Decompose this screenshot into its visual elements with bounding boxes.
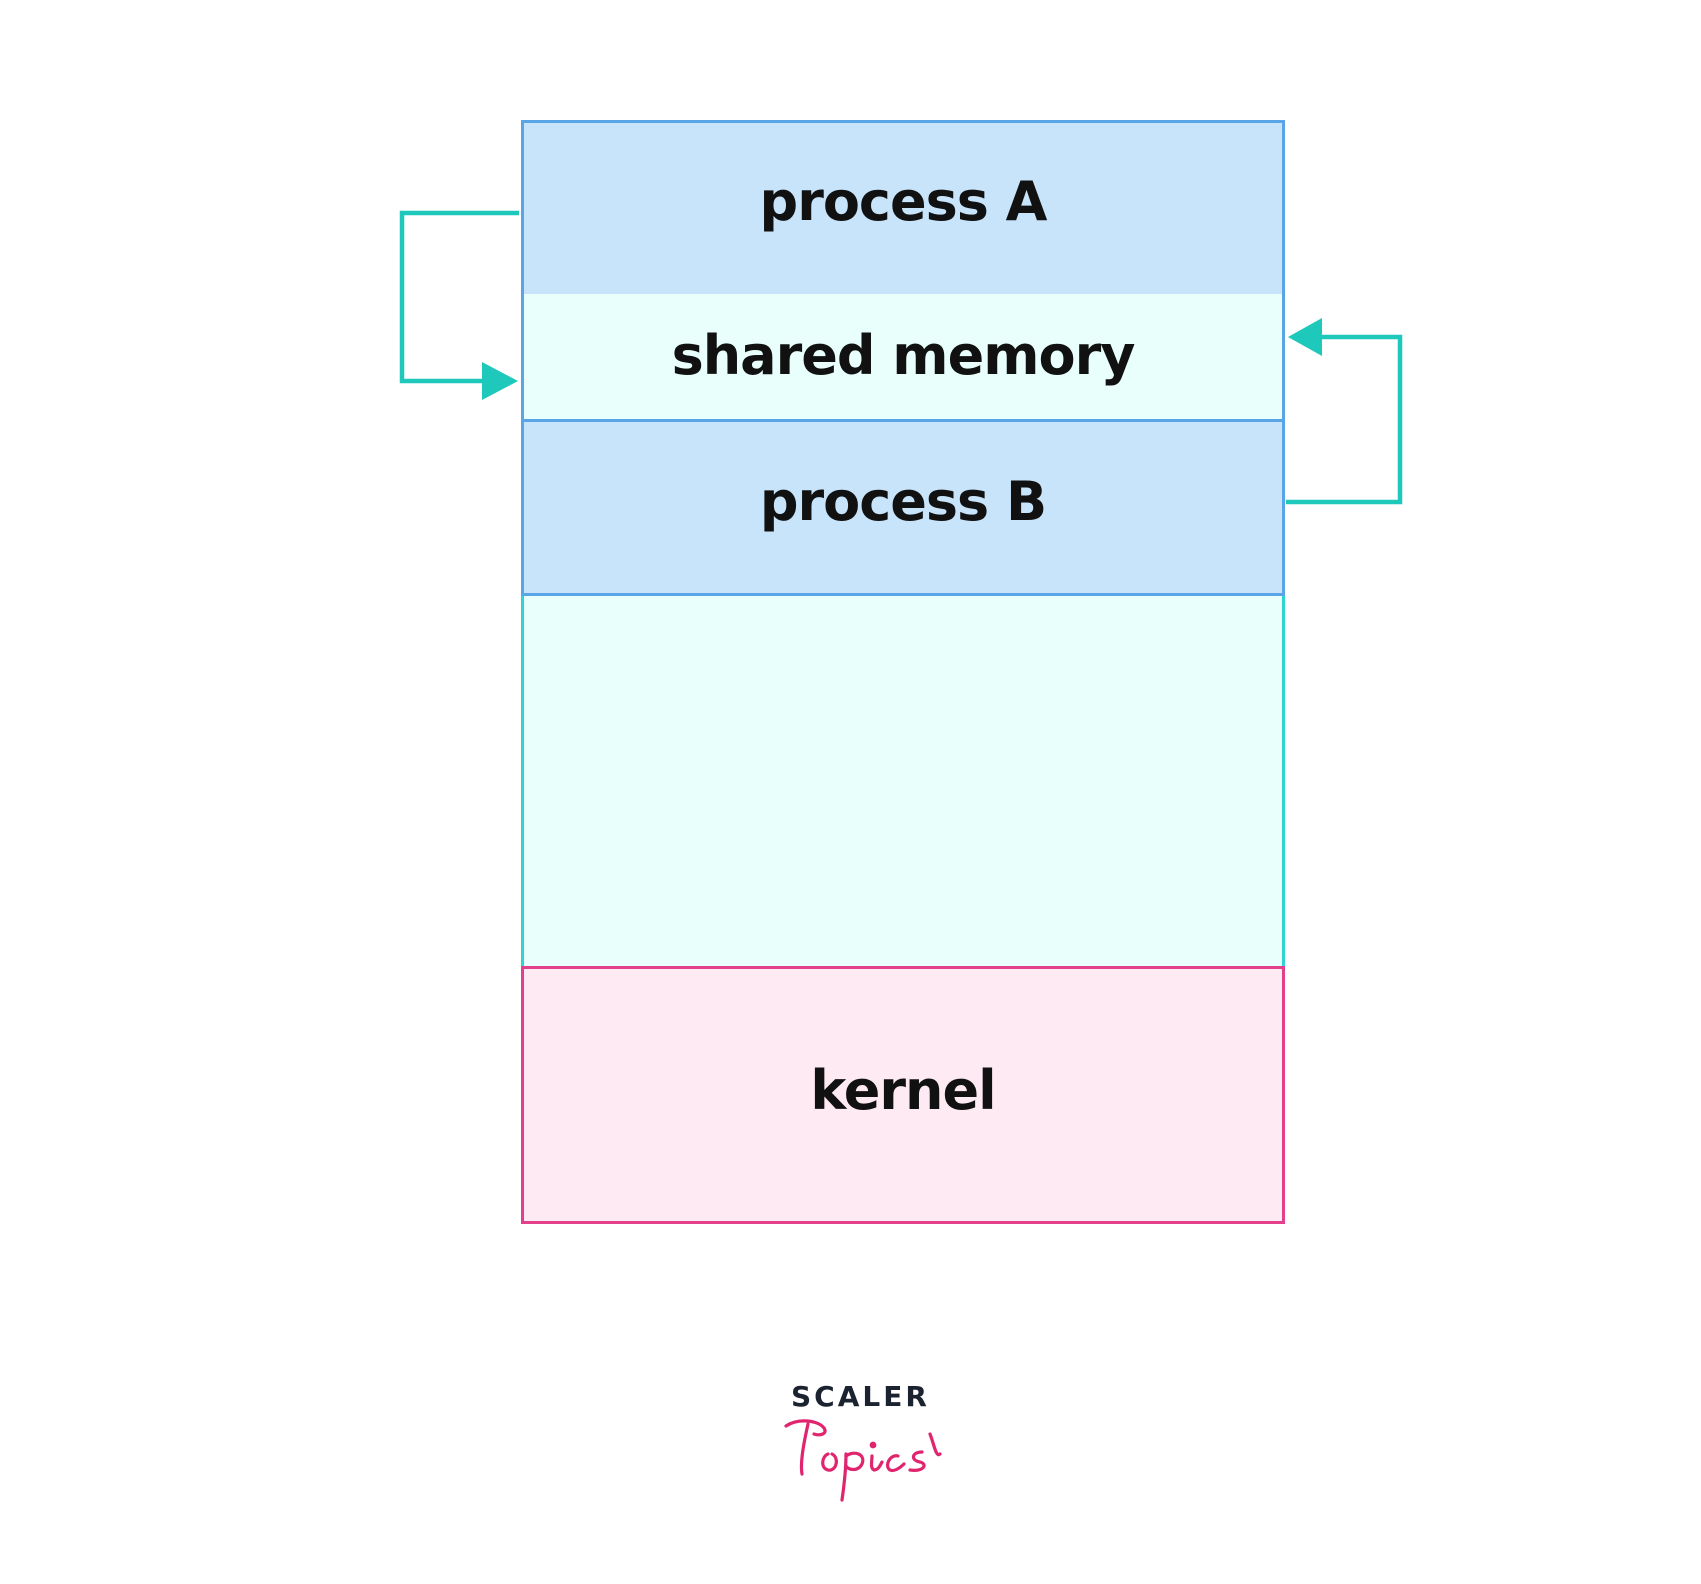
logo-script-topics	[784, 1419, 942, 1502]
kernel-block: kernel	[521, 966, 1285, 1224]
arrow-process-b-to-shared	[1286, 318, 1403, 505]
process-b-label: process B	[759, 470, 1047, 533]
process-a-block: process A	[521, 120, 1285, 297]
process-b-block: process B	[521, 419, 1285, 596]
arrow-a-line	[399, 210, 519, 384]
shared-memory-block: shared memory	[521, 294, 1285, 422]
logo-word: SCALER	[791, 1380, 930, 1413]
process-a-label: process A	[759, 170, 1048, 233]
arrow-a-head	[482, 362, 518, 400]
arrow-b-line	[1286, 334, 1403, 505]
arrow-process-a-to-shared	[399, 210, 519, 400]
free-memory-block	[521, 596, 1285, 966]
scaler-topics-logo: SCALER	[780, 1380, 950, 1510]
kernel-label: kernel	[810, 1058, 996, 1122]
arrow-b-head	[1288, 318, 1322, 356]
shared-memory-label: shared memory	[671, 323, 1136, 387]
